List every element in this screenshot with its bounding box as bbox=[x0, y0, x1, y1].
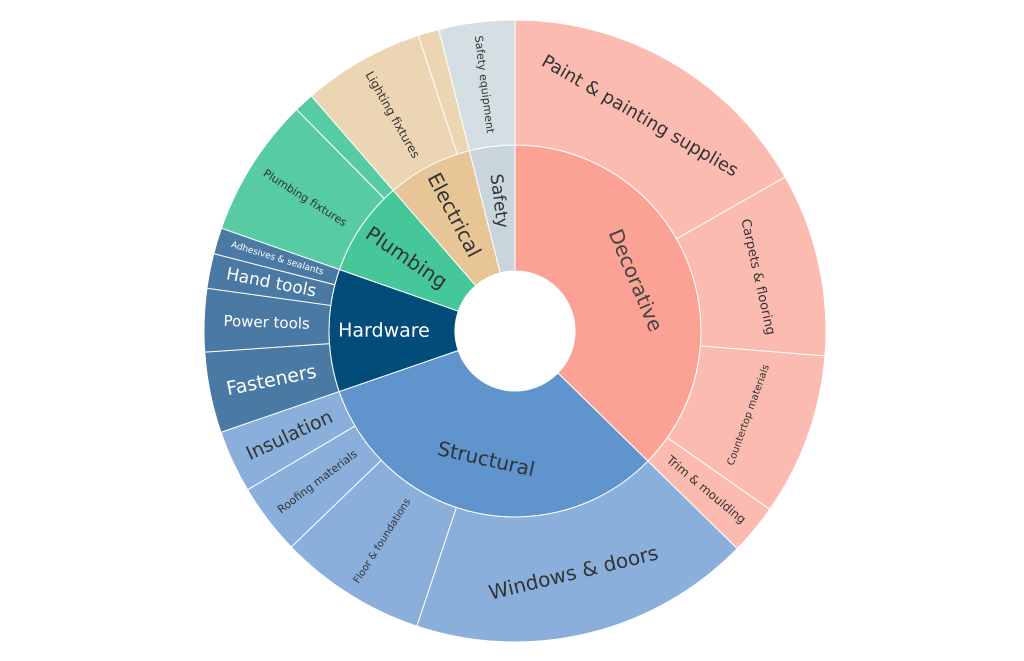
label-hardware: Hardware bbox=[338, 320, 430, 342]
label-power-tools: Power tools bbox=[223, 312, 310, 333]
segment-paint-and-painting-supplies[interactable] bbox=[514, 19, 786, 240]
segment-safety-equipment[interactable] bbox=[438, 19, 516, 152]
segment-windows-and-doors[interactable] bbox=[416, 460, 738, 643]
